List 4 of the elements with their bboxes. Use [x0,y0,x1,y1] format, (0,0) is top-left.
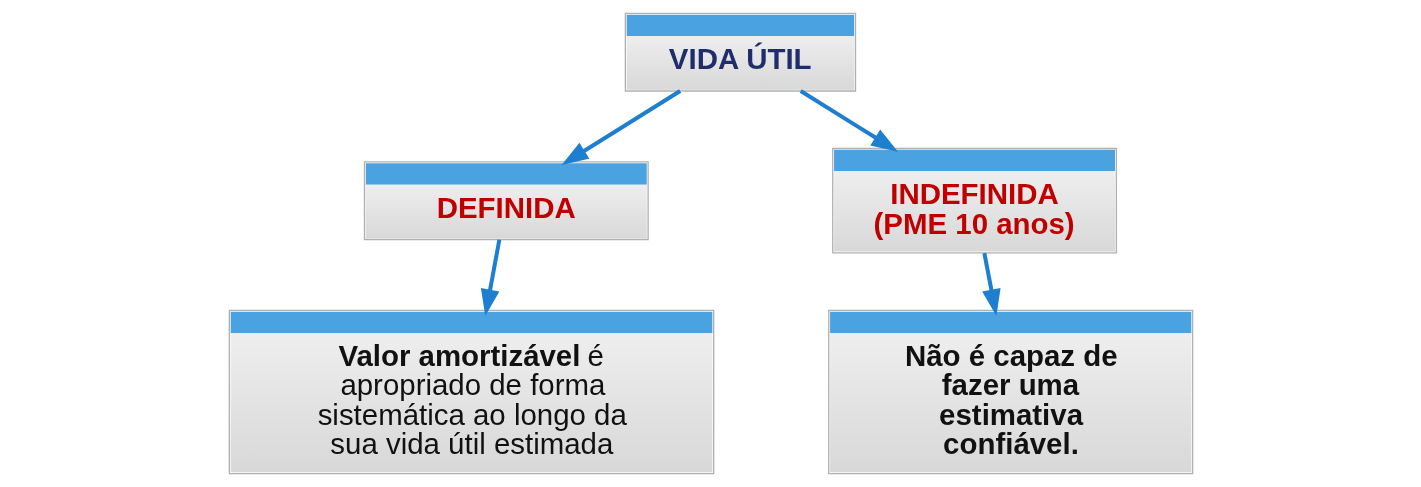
arrow [561,89,681,165]
arrow [799,89,898,152]
arrow [480,239,501,317]
arrow [981,252,1001,317]
